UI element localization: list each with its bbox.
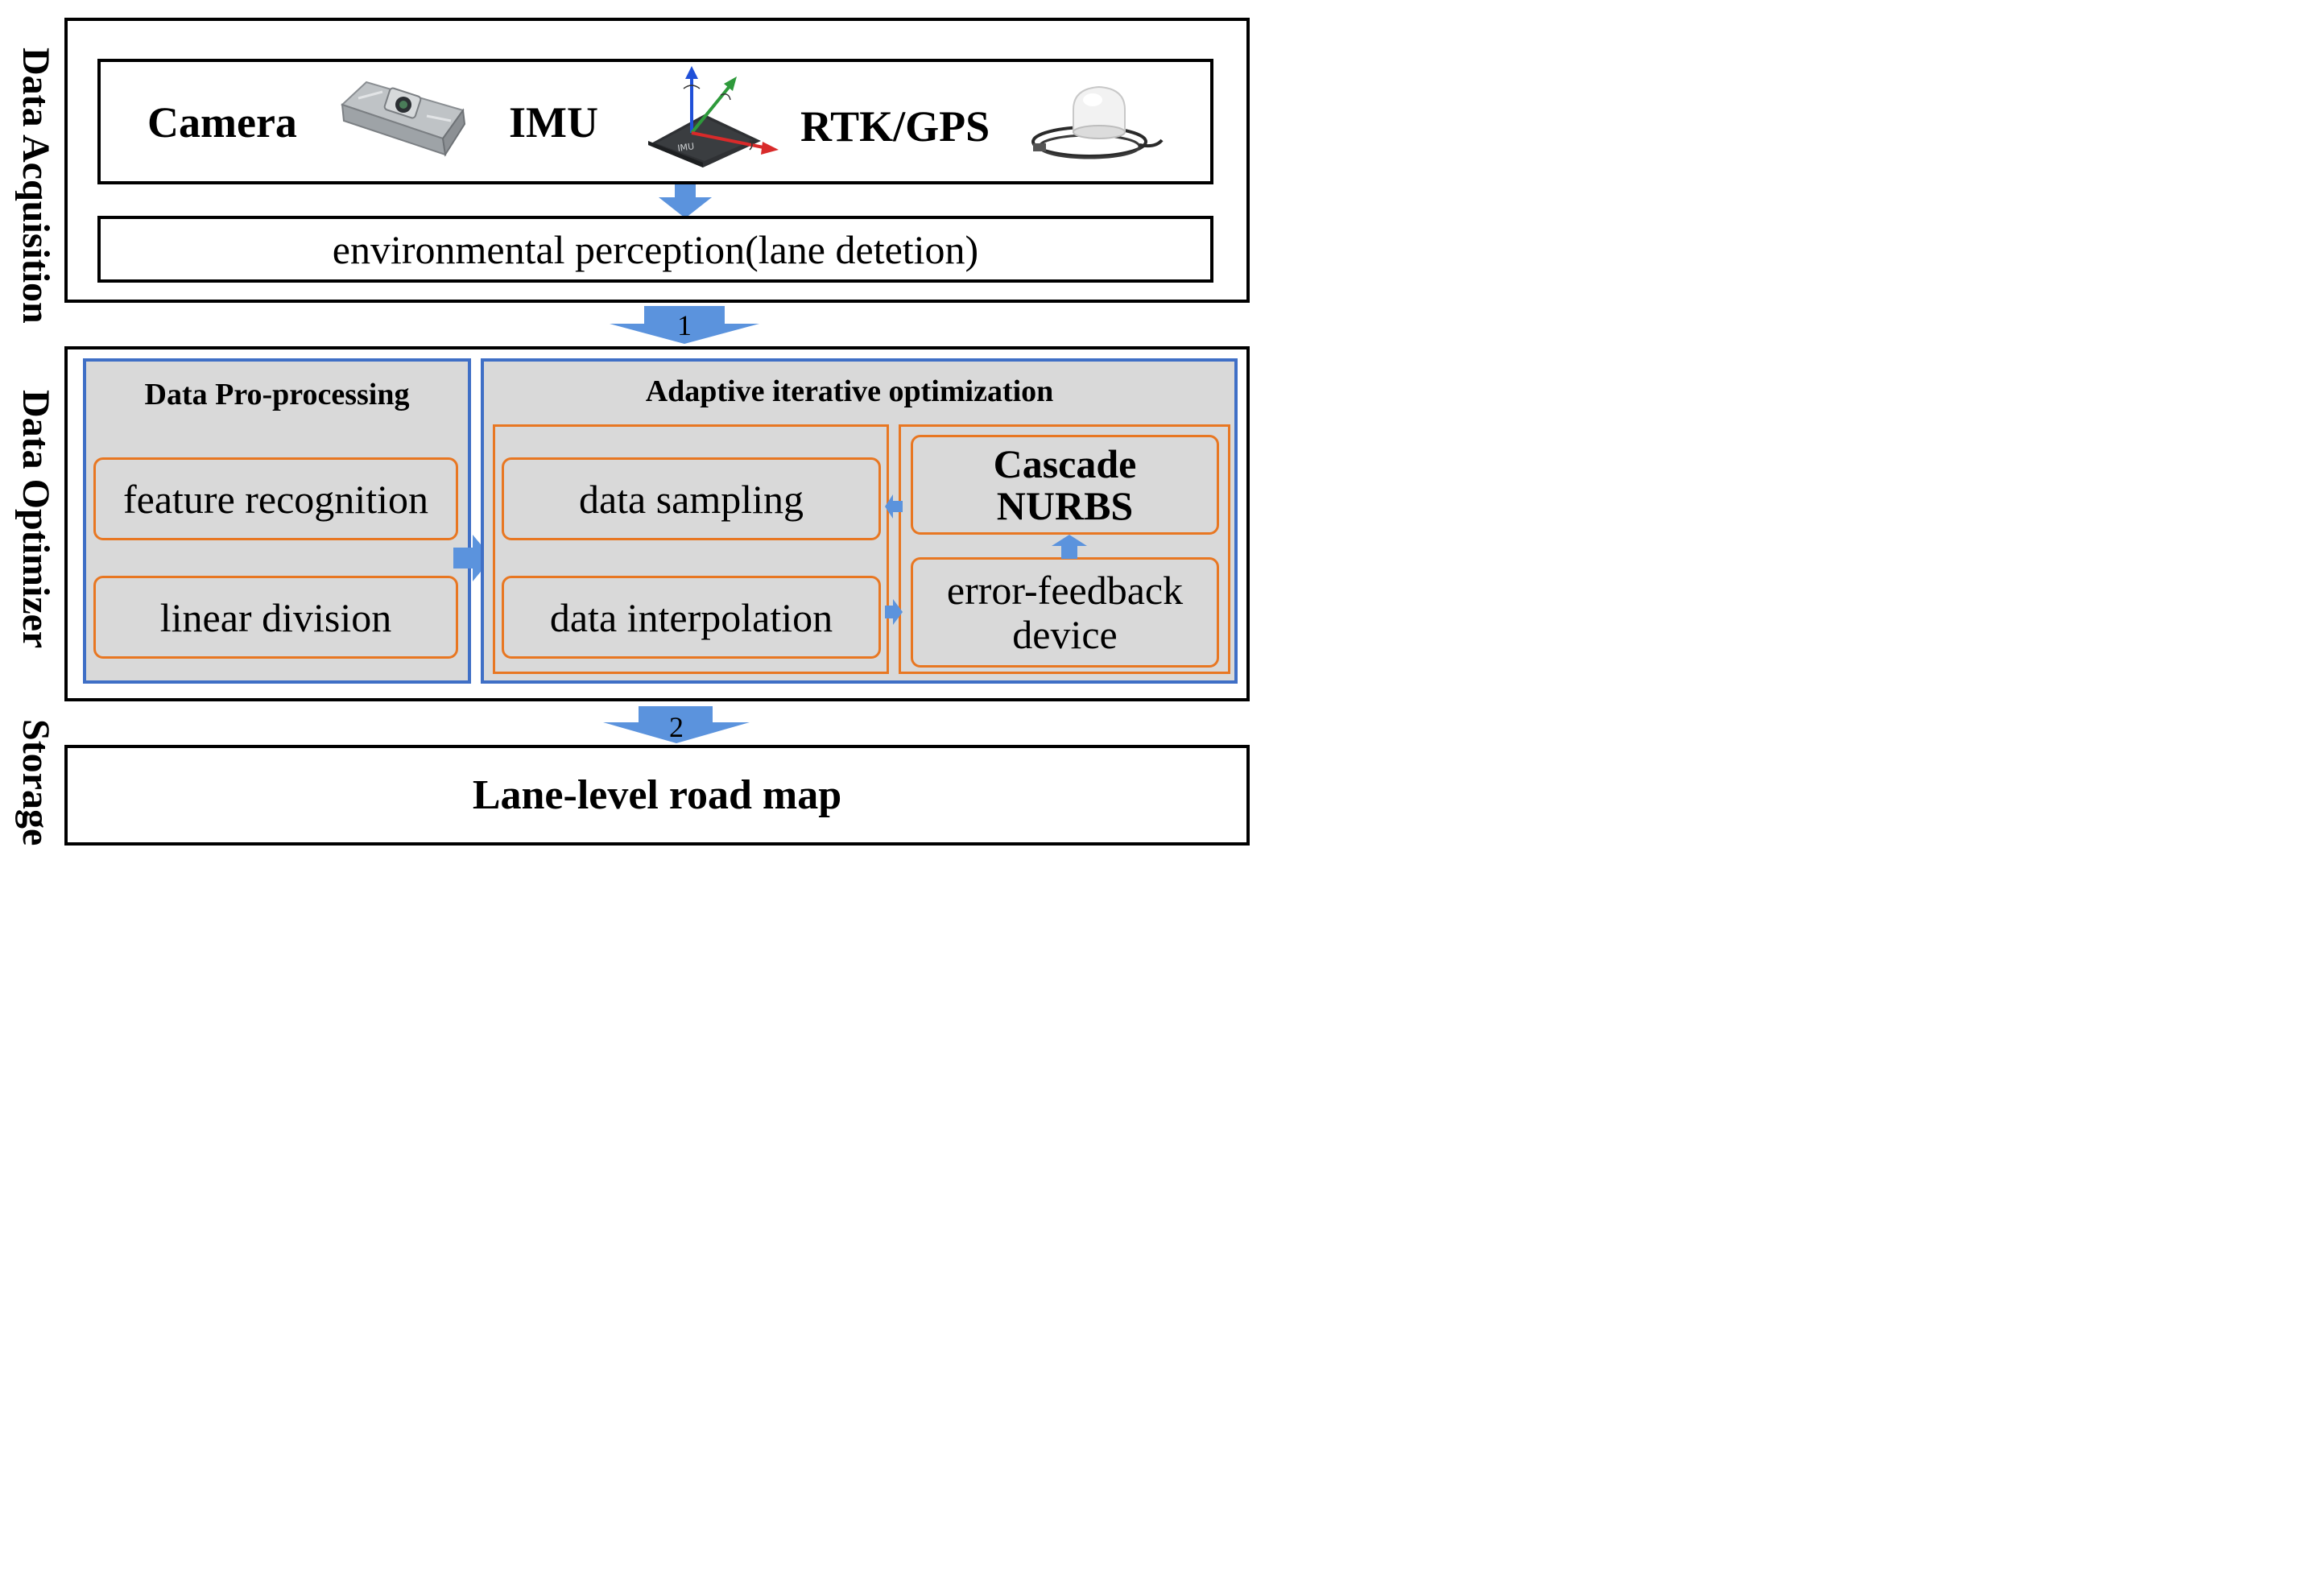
cascade-nurbs-box: Cascade NURBS xyxy=(911,435,1219,535)
side-label-data-optimizer: Data Optimizer xyxy=(14,390,57,649)
camera-label: Camera xyxy=(147,98,297,147)
side-label-storage: Storage xyxy=(14,719,57,846)
data-interpolation-box: data interpolation xyxy=(502,576,881,659)
cascade-nurbs-line2: NURBS xyxy=(996,483,1134,528)
nurbs-feedback-group xyxy=(899,424,1230,674)
arrow-step-1: 1 xyxy=(610,306,759,344)
diagram-canvas: Data Acquisition Data Optimizer Storage … xyxy=(0,0,1263,869)
feature-recognition-box: feature recognition xyxy=(93,457,458,540)
gps-antenna-icon xyxy=(1031,85,1164,159)
linear-division-box: linear division xyxy=(93,576,458,659)
arrow-interpolation-to-feedback xyxy=(885,599,903,625)
sensors-box xyxy=(97,59,1213,184)
arrow-to-perception xyxy=(659,184,712,218)
output-lane-map-box: Lane-level road map xyxy=(64,745,1250,846)
sampling-interpolation-group xyxy=(493,424,889,674)
error-feedback-line1: error-feedback xyxy=(946,567,1184,613)
error-feedback-line2: device xyxy=(1012,611,1118,657)
arrow-step-2-label: 2 xyxy=(669,711,684,743)
imu-axes-icon: IMU xyxy=(648,66,779,167)
data-sampling-box: data sampling xyxy=(502,457,881,540)
arrow-step-1-label: 1 xyxy=(677,309,692,341)
adaptive-title: Adaptive iterative optimization xyxy=(645,374,1054,408)
error-feedback-box: error-feedback device xyxy=(911,557,1219,668)
arrow-feedback-to-nurbs xyxy=(1052,535,1087,559)
rtk-gps-label: RTK/GPS xyxy=(800,102,990,151)
cascade-nurbs-line1: Cascade xyxy=(993,440,1137,486)
imu-label: IMU xyxy=(509,98,598,147)
arrow-step-2: 2 xyxy=(603,706,750,743)
svg-text:IMU: IMU xyxy=(677,141,695,154)
camera-device-icon xyxy=(341,81,466,157)
arrow-nurbs-to-sampling xyxy=(885,494,903,519)
preprocessing-title: Data Pro-processing xyxy=(144,378,410,411)
side-label-data-acquisition: Data Acquisition xyxy=(14,47,57,324)
perception-box: environmental perception(lane detetion) xyxy=(97,216,1213,283)
